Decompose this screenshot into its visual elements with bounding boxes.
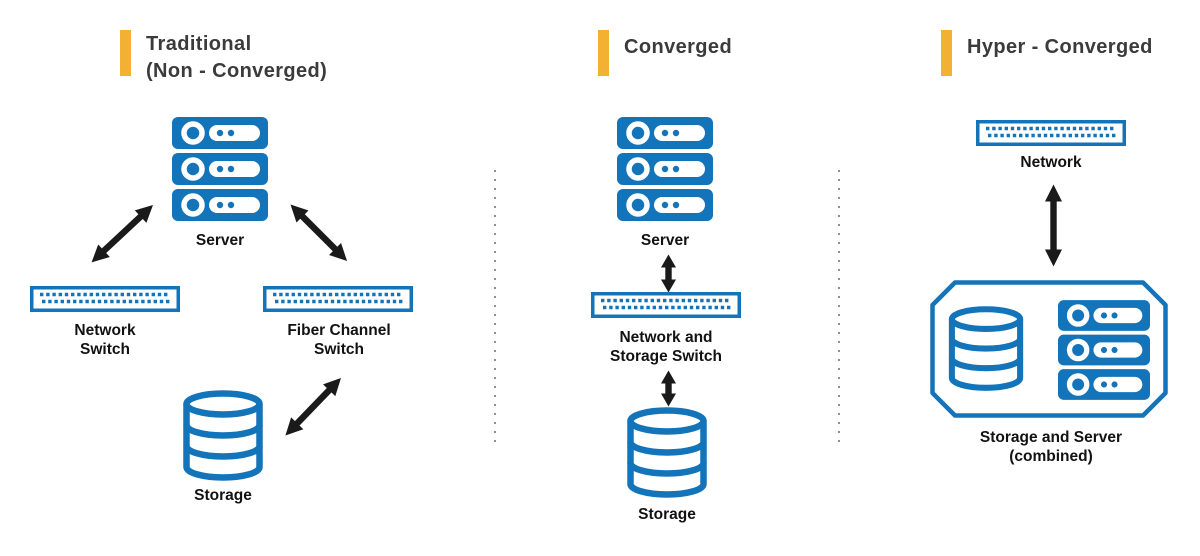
network-storage-switch-icon [591,292,741,318]
arrow-server-network-switch [83,196,164,274]
fiber-channel-switch-icon [263,286,413,312]
server-label: Server [195,232,245,249]
fiber-channel-switch-label: Fiber Channel Switch [287,322,391,358]
column-title-line2: (Non - Converged) [146,60,328,82]
network-switch-label: Network Switch [74,322,136,358]
server-label: Server [640,232,690,249]
network-storage-switch-label: Network and Storage Switch [610,329,722,365]
server-icon [172,117,268,221]
column-title: Converged [624,36,733,58]
arrow-switch-storage [652,370,681,407]
arrow-network-combined [1037,184,1066,267]
arrow-server-switch [652,254,681,293]
storage-label: Storage [638,506,696,523]
accent-bar [598,30,609,76]
storage-icon [948,306,1024,391]
column-title-line1: Traditional [146,33,252,55]
network-icon [976,120,1126,146]
server-icon [617,117,713,221]
network-label: Network [1020,154,1082,171]
combined-box-outline [930,280,1168,418]
combined-label: Storage and Server (combined) [979,429,1123,465]
storage-label: Storage [194,487,252,504]
accent-bar [941,30,952,76]
column-divider-2 [838,170,840,442]
server-icon [1058,300,1150,400]
accent-bar [120,30,131,76]
storage-icon [627,407,707,498]
storage-icon [183,390,263,481]
column-title: Traditional (Non - Converged) [146,31,327,85]
arrow-server-fiber-switch [278,196,355,273]
column-divider-1 [494,170,496,442]
column-title: Hyper - Converged [967,36,1153,58]
arrow-fiber-switch-storage [277,370,353,448]
network-switch-icon [30,286,180,312]
